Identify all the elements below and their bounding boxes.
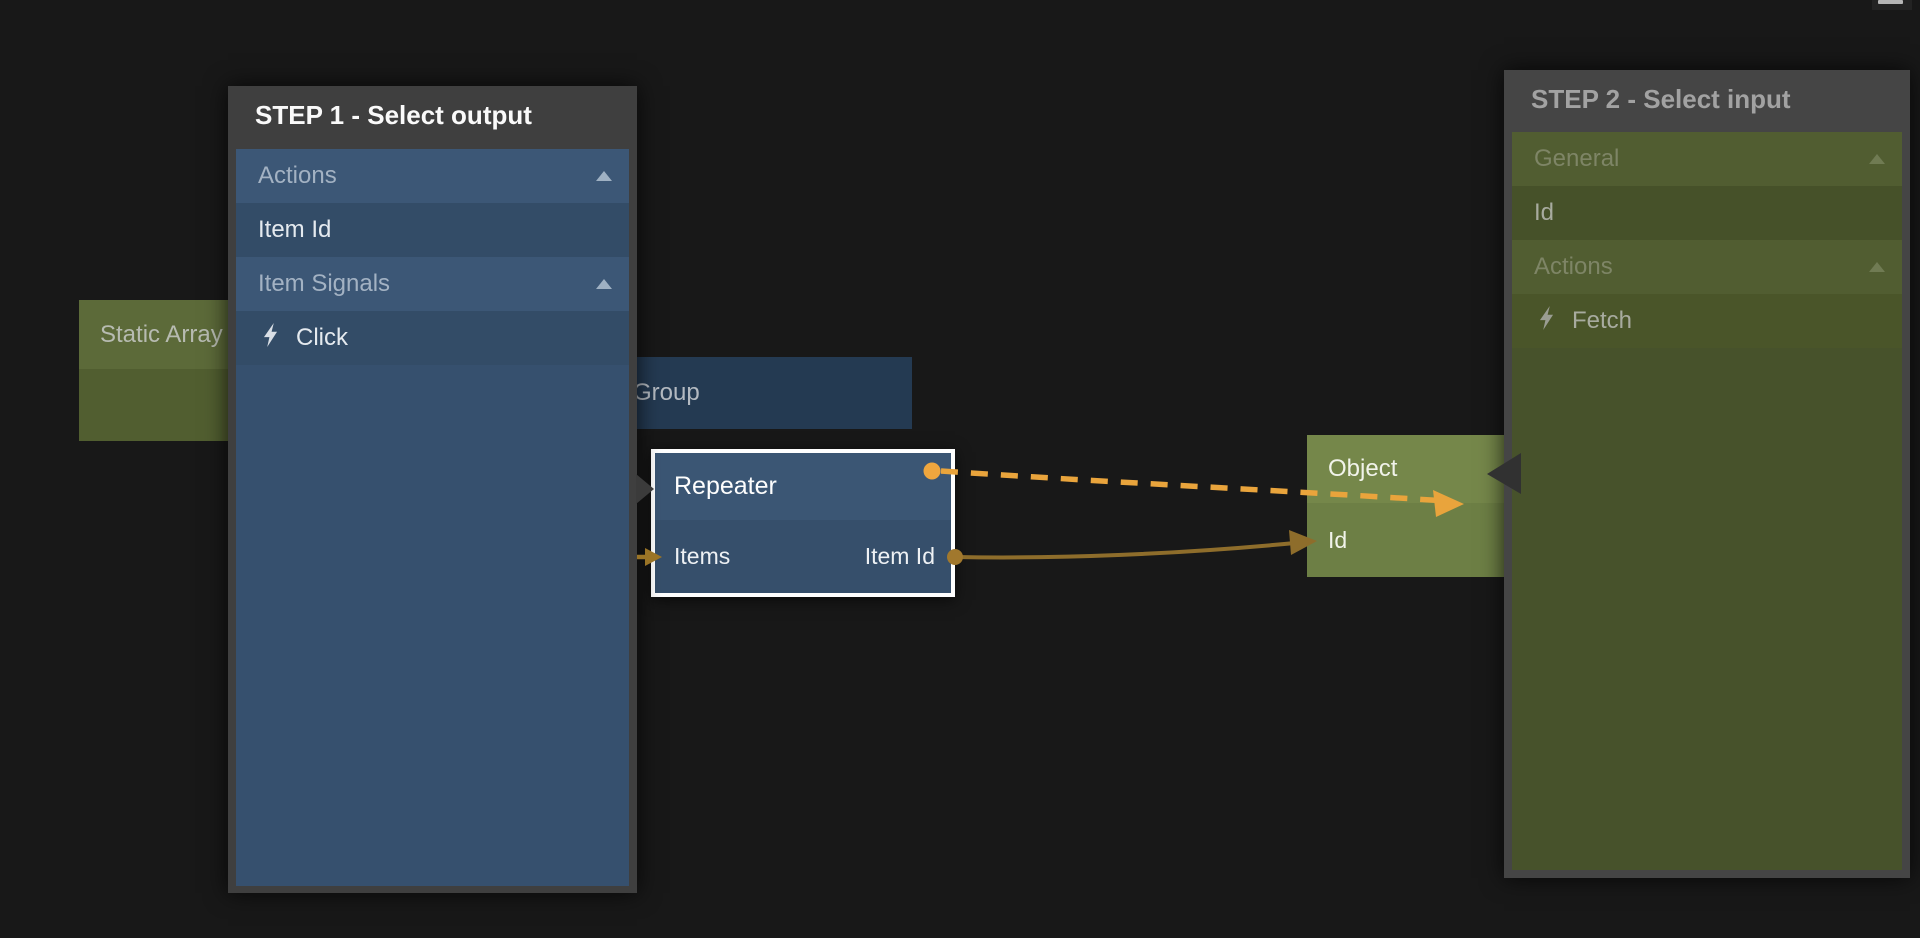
scrollbar-thumb[interactable] xyxy=(1878,0,1903,4)
port-item-id-output[interactable]: Item Id xyxy=(864,543,935,569)
chevron-up-icon[interactable] xyxy=(596,171,612,181)
picker-option-item-id[interactable]: Item Id xyxy=(236,203,629,257)
panel-frame: General Id Actions Fetch xyxy=(1504,128,1910,878)
node-static-array[interactable]: Static Array xyxy=(79,300,250,441)
node-group[interactable]: Group xyxy=(598,357,912,429)
chevron-up-icon[interactable] xyxy=(1869,262,1885,272)
port-id-input[interactable]: Id xyxy=(1328,526,1348,553)
port-items-input[interactable]: Items xyxy=(674,543,731,569)
scrollbar-track xyxy=(1872,0,1912,10)
node-title: Repeater xyxy=(655,453,951,520)
node-repeater[interactable]: Repeater Items Item Id xyxy=(651,449,955,597)
node-title: Static Array xyxy=(79,300,250,369)
picker-option-fetch[interactable]: Fetch xyxy=(1512,294,1902,348)
picker-option-id[interactable]: Id xyxy=(1512,186,1902,240)
panel-frame: Actions Item Id Item Signals Click xyxy=(228,145,637,893)
step2-input-picker-panel: STEP 2 - Select input General Id Actions xyxy=(1504,70,1910,878)
picker-category-general[interactable]: General xyxy=(1512,132,1902,186)
lightning-icon xyxy=(1539,305,1554,337)
panel-title: STEP 2 - Select input xyxy=(1531,83,1791,114)
chevron-up-icon[interactable] xyxy=(596,279,612,289)
lightning-icon xyxy=(263,322,278,354)
data-connection-solid[interactable] xyxy=(955,541,1296,560)
picker-category-actions[interactable]: Actions xyxy=(236,149,629,203)
panel-title: STEP 1 - Select output xyxy=(255,100,532,130)
node-body xyxy=(79,369,250,441)
node-title: Group xyxy=(633,379,700,406)
picker-category-item-signals[interactable]: Item Signals xyxy=(236,257,629,311)
step1-output-picker-panel: STEP 1 - Select output Actions Item Id I… xyxy=(228,86,637,893)
chevron-up-icon[interactable] xyxy=(1869,154,1885,164)
picker-option-click[interactable]: Click xyxy=(236,311,629,365)
picker-category-actions[interactable]: Actions xyxy=(1512,240,1902,294)
